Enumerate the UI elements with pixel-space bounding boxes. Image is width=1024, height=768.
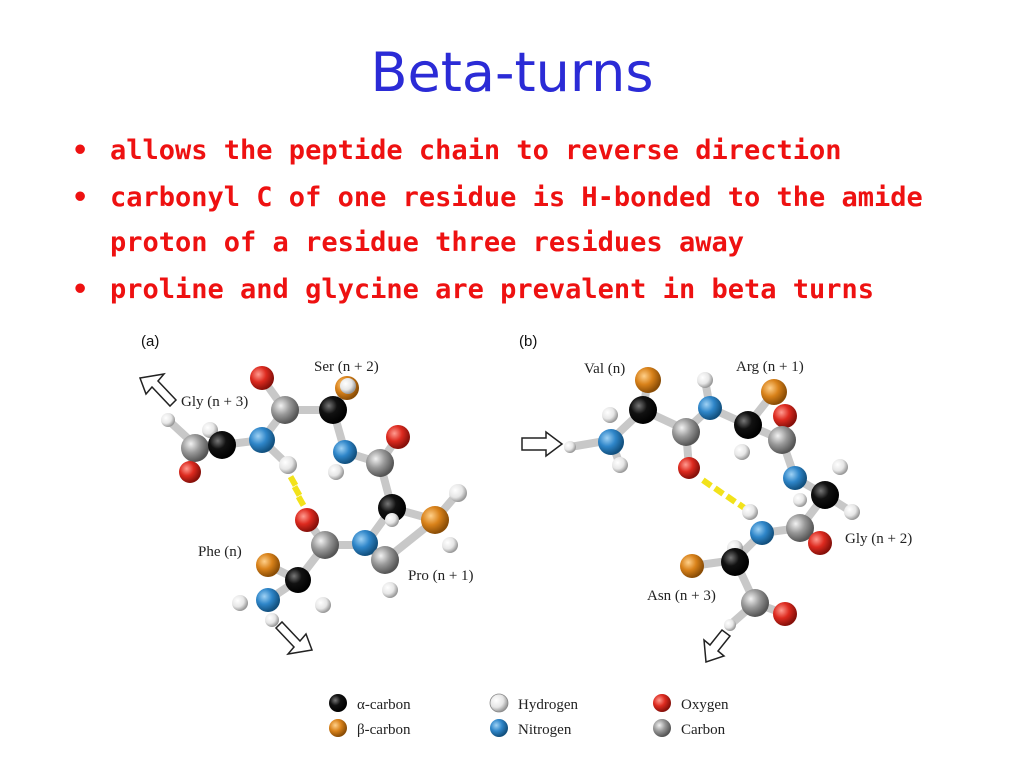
- hydrogen-swatch: [489, 693, 509, 713]
- legend-label: Nitrogen: [518, 722, 572, 738]
- residue-label: Arg (n + 1): [736, 359, 804, 375]
- chain-direction-arrow-in: [521, 430, 564, 458]
- bullet-item: allows the peptide chain to reverse dire…: [72, 128, 972, 173]
- residue-label: Asn (n + 3): [647, 588, 716, 604]
- legend-label: Oxygen: [681, 697, 729, 713]
- nitrogen-swatch: [490, 719, 508, 737]
- oxygen-swatch: [653, 694, 671, 712]
- panel-b: (b): [519, 333, 912, 664]
- panel-a-arrows: [138, 372, 314, 656]
- panel-a-label: (a): [141, 333, 159, 350]
- legend-label: β-carbon: [357, 722, 411, 738]
- chain-direction-arrow-in: [274, 620, 314, 656]
- residue-label: Phe (n): [198, 544, 242, 560]
- panel-b-label: (b): [519, 333, 537, 350]
- bullet-list: allows the peptide chain to reverse dire…: [72, 128, 972, 314]
- alpha-carbon-swatch: [329, 694, 347, 712]
- bullet-item: proline and glycine are prevalent in bet…: [72, 267, 972, 312]
- legend-label: α-carbon: [357, 697, 411, 713]
- legend-label: Hydrogen: [518, 697, 578, 713]
- legend-item-oxygen: Oxygen: [653, 694, 729, 713]
- beta-carbon-swatch: [329, 719, 347, 737]
- residue-label: Gly (n + 2): [845, 531, 912, 547]
- legend-item-beta-carbon: β-carbon: [329, 719, 411, 738]
- residue-label: Pro (n + 1): [408, 568, 474, 584]
- legend-item-carbon: Carbon: [653, 719, 726, 738]
- chain-direction-arrow-out: [138, 372, 178, 408]
- panel-a-atoms: [161, 366, 467, 627]
- residue-label: Gly (n + 3): [181, 394, 248, 410]
- panel-b-arrows: [521, 430, 732, 664]
- legend-item-hydrogen: Hydrogen: [489, 693, 578, 713]
- page-title: Beta-turns: [370, 41, 654, 104]
- residue-label: Val (n): [584, 361, 625, 377]
- legend-item-alpha-carbon: α-carbon: [329, 694, 411, 713]
- panel-b-atoms: [564, 367, 860, 631]
- panel-a-bonds: [164, 374, 462, 604]
- carbon-swatch: [653, 719, 671, 737]
- legend-label: Carbon: [681, 722, 726, 738]
- legend-item-nitrogen: Nitrogen: [490, 719, 572, 738]
- residue-label: Ser (n + 2): [314, 359, 379, 375]
- bullet-item: carbonyl C of one residue is H-bonded to…: [72, 175, 972, 265]
- chain-direction-arrow-out: [703, 628, 732, 664]
- panel-a-hbond: [287, 475, 307, 507]
- panel-b-hbond: [701, 477, 749, 513]
- atom-legend: α-carbon β-carbon Hydrogen Nitrogen Oxyg…: [329, 693, 729, 738]
- panel-a: (a): [138, 333, 474, 656]
